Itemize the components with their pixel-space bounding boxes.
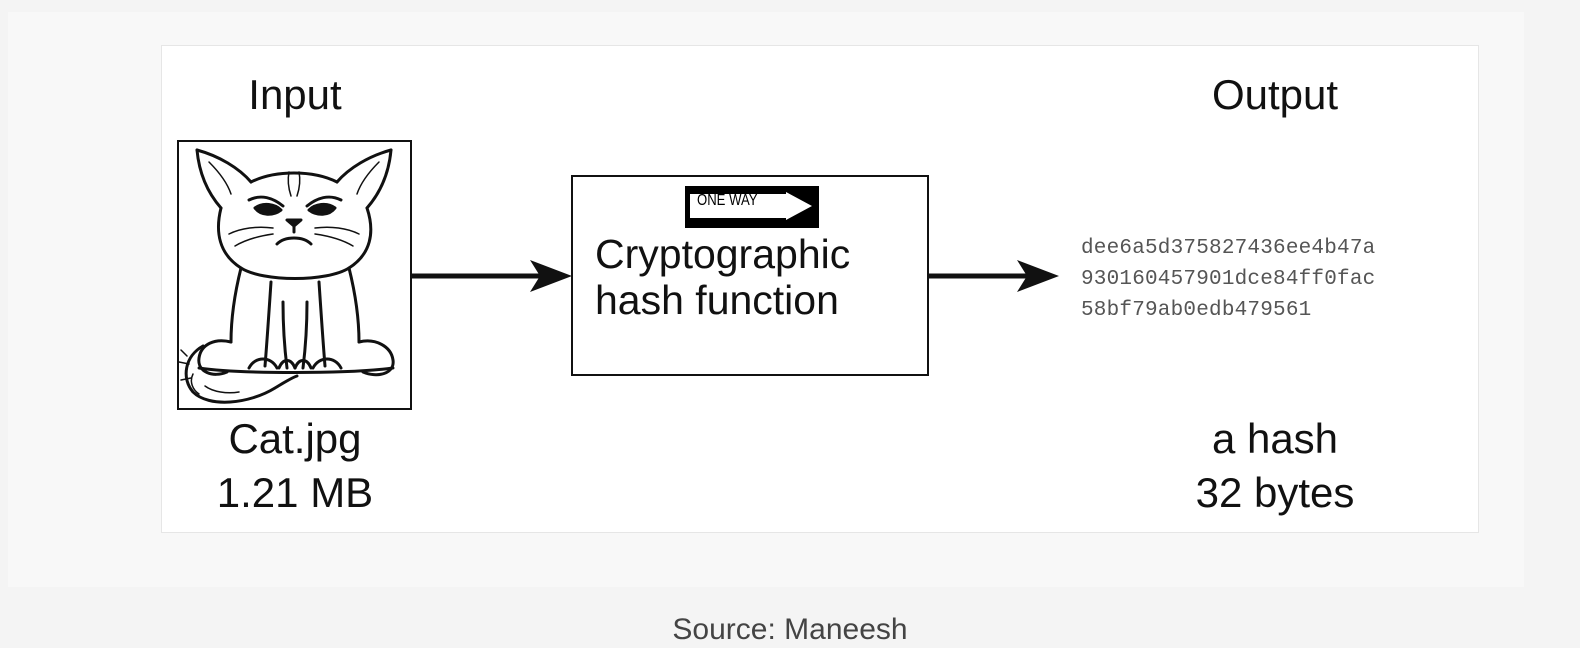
input-file-size: 1.21 MB [216,469,374,516]
hash-function-line1: Cryptographic [595,231,851,277]
hash-line: 58bf79ab0edb479561 [1081,299,1312,322]
hash-function-line2: hash function [595,277,839,323]
one-way-sign-icon: ONE WAY [685,186,819,228]
output-kind: a hash [1211,415,1339,462]
figure-caption: Source: Maneesh [672,613,908,646]
arrow-right-icon [929,260,1059,292]
hash-function-box: ONE WAY Cryptographic hash function [571,175,929,376]
cat-image [177,140,412,410]
sign-label: ONE WAY [697,192,758,209]
output-heading: Output [1211,71,1339,118]
arrow-right-icon [412,260,572,292]
input-file-name: Cat.jpg [228,415,362,462]
output-size: 32 bytes [1195,469,1355,516]
hash-value: dee6a5d375827436ee4b47a 930160457901dce8… [1081,233,1375,326]
input-heading: Input [248,71,342,118]
hash-line: 930160457901dce84ff0fac [1081,268,1376,291]
hash-line: dee6a5d375827436ee4b47a [1081,237,1376,260]
grumpy-cat-icon [179,148,395,404]
hash-function-label: Cryptographic hash function [595,231,850,323]
